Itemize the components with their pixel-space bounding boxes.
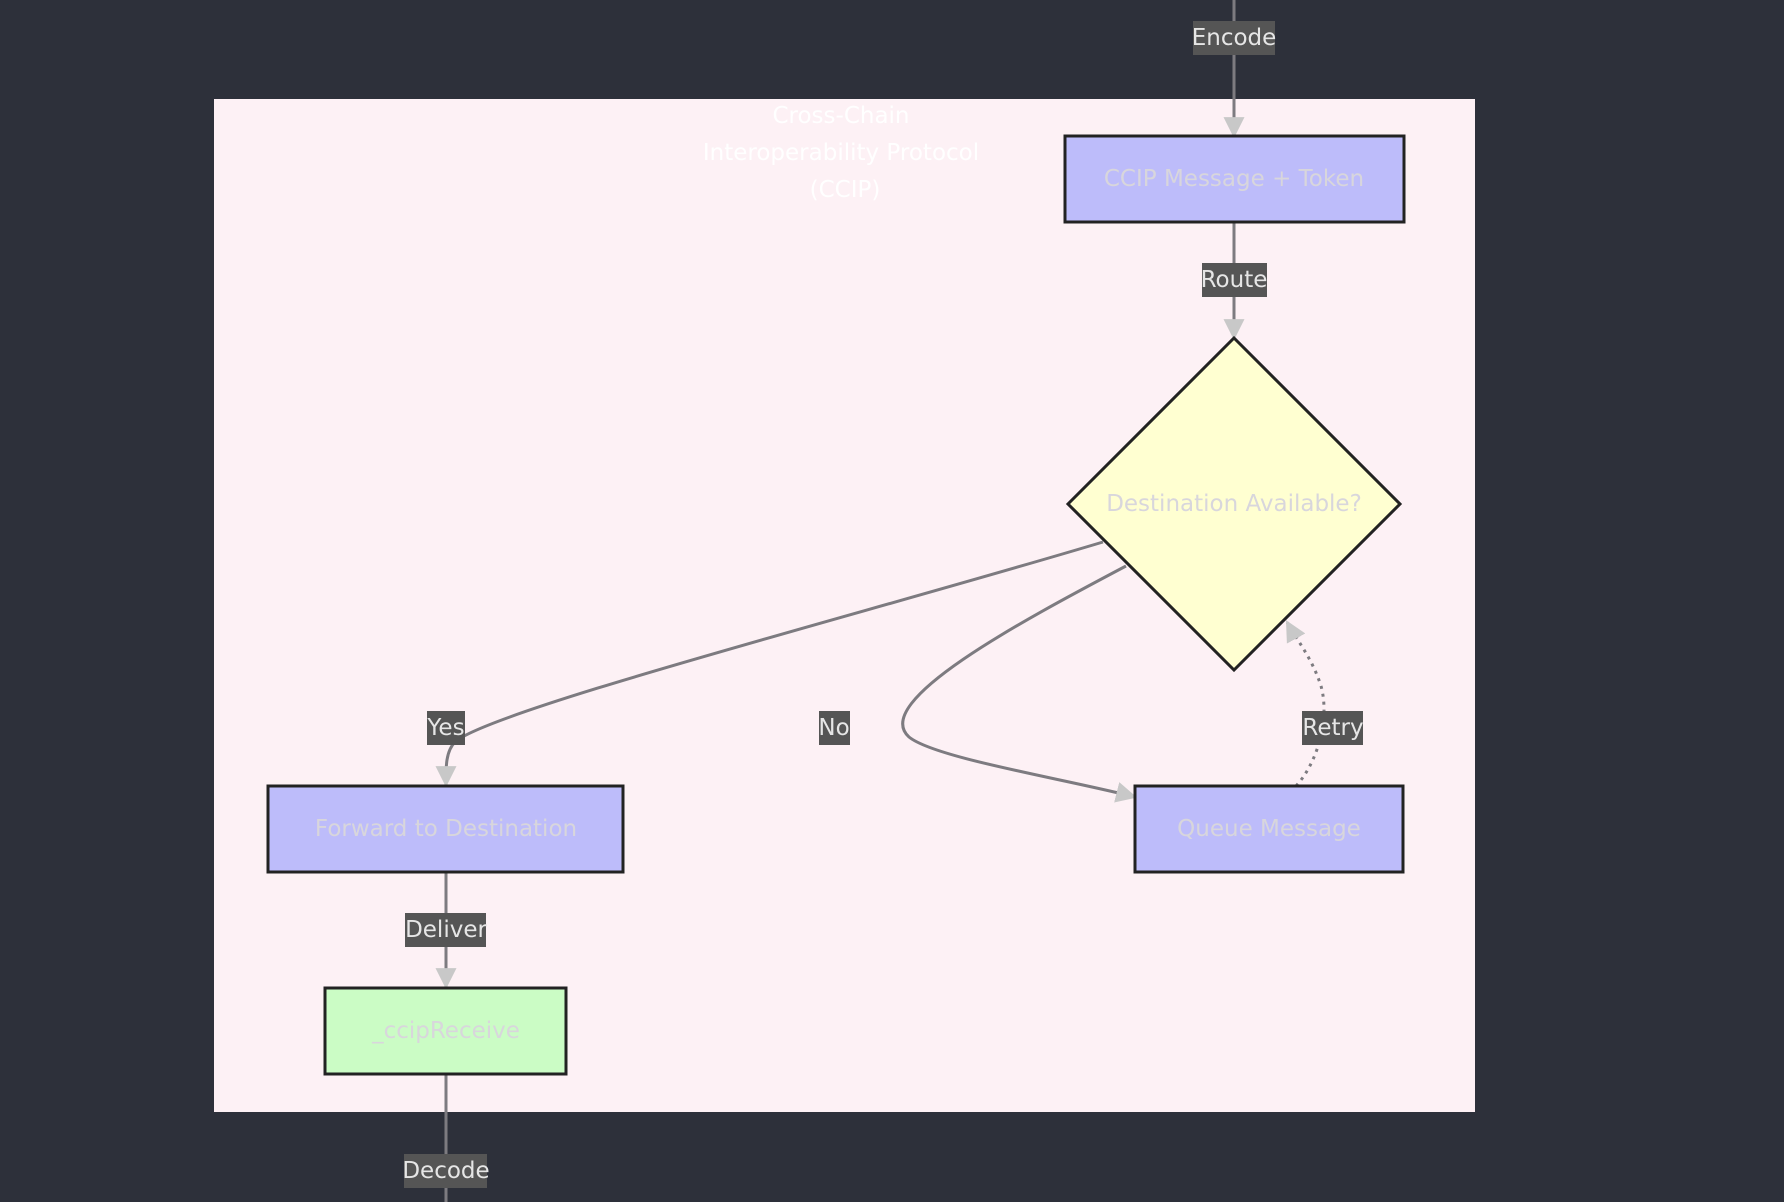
- ccip-receive-label: _ccipReceive: [371, 1018, 520, 1044]
- edge-label-route-text: Route: [1201, 267, 1268, 293]
- edge-label-decode: Decode: [402, 1154, 490, 1188]
- edge-label-deliver: Deliver: [405, 913, 487, 947]
- queue-label: Queue Message: [1177, 816, 1361, 842]
- queue-box: [1133, 784, 1405, 874]
- edge-label-route-bg: [1202, 263, 1267, 297]
- destination-check-diamond: [1065, 335, 1403, 673]
- edge-label-deliver-text: Deliver: [405, 917, 487, 943]
- ccip-receive-box: [323, 986, 568, 1076]
- edge-label-retry: Retry: [1302, 711, 1364, 745]
- edge-label-no-text: No: [818, 715, 849, 741]
- edge-label-deliver-bg: [405, 913, 486, 947]
- ccip-message-box: [1063, 134, 1406, 224]
- edge-label-yes-text: Yes: [426, 715, 464, 741]
- edge-no: [901, 564, 1138, 803]
- node-forward[interactable]: Forward to Destination: [266, 784, 625, 874]
- edge-label-yes-bg: [427, 711, 465, 745]
- ccip-message-label: CCIP Message + Token: [1104, 166, 1364, 192]
- node-ccip-receive[interactable]: _ccipReceive: [323, 986, 568, 1076]
- edge-label-retry-text: Retry: [1302, 715, 1363, 741]
- edge-label-encode: Encode: [1192, 21, 1277, 55]
- edge-label-decode-text: Decode: [402, 1158, 489, 1184]
- node-ccip-message[interactable]: CCIP Message + Token: [1063, 134, 1406, 224]
- edge-label-yes: Yes: [426, 711, 465, 745]
- edge-label-decode-bg: [404, 1154, 487, 1188]
- edge-label-retry-bg: [1302, 711, 1363, 745]
- forward-box: [266, 784, 625, 874]
- edge-label-encode-text: Encode: [1192, 25, 1277, 51]
- edge-label-no: No: [818, 711, 850, 745]
- cluster-title-line-1: Cross-Chain: [772, 103, 909, 129]
- edge-label-route: Route: [1201, 263, 1268, 297]
- forward-label: Forward to Destination: [315, 816, 577, 842]
- cluster-title-line-2: Interoperability Protocol: [703, 140, 979, 166]
- edge-label-encode-bg: [1193, 21, 1275, 55]
- node-queue[interactable]: Queue Message: [1133, 784, 1405, 874]
- edge-retry: [1285, 620, 1326, 788]
- destination-check-label: Destination Available?: [1106, 491, 1362, 517]
- edge-label-no-bg: [819, 711, 850, 745]
- edge-yes: [435, 540, 1104, 788]
- node-destination-check[interactable]: Destination Available?: [1065, 335, 1403, 673]
- cluster-title-line-3: (CCIP): [810, 177, 881, 203]
